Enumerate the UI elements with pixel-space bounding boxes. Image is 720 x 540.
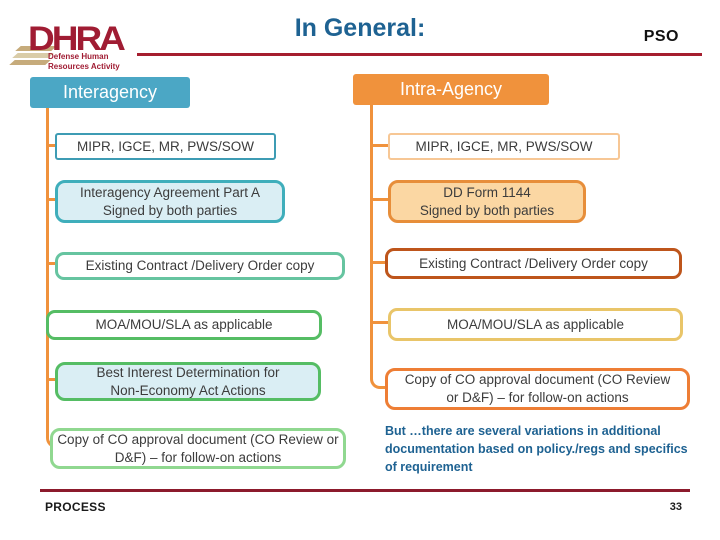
doc-box-interagency-existing-contract: Existing Contract /Delivery Order copy bbox=[55, 252, 345, 280]
connector-stub bbox=[370, 144, 389, 147]
intra-agency-connector-trunk bbox=[370, 105, 387, 389]
connector-stub bbox=[46, 262, 59, 265]
intra-agency-header: Intra-Agency bbox=[353, 74, 549, 105]
slide-title: In General: bbox=[294, 14, 426, 42]
dhra-logo: DHRA Defense Human Resources Activity bbox=[9, 16, 140, 72]
connector-stub bbox=[46, 144, 59, 147]
footer-rule bbox=[40, 489, 690, 492]
pso-label: PSO bbox=[643, 28, 679, 45]
doc-box-intra-existing-contract: Existing Contract /Delivery Order copy bbox=[385, 248, 682, 279]
doc-box-intra-dd-form-1144: DD Form 1144 Signed by both parties bbox=[388, 180, 586, 223]
connector-stub bbox=[370, 321, 389, 324]
doc-box-interagency-best-interest: Best Interest Determination for Non-Econ… bbox=[55, 362, 321, 401]
dhra-acronym: DHRA bbox=[28, 19, 126, 58]
doc-box-interagency-agreement: Interagency Agreement Part A Signed by b… bbox=[55, 180, 285, 223]
page-number: 33 bbox=[669, 501, 682, 513]
doc-box-intra-co-approval: Copy of CO approval document (CO Review … bbox=[385, 368, 690, 410]
connector-stub bbox=[46, 198, 59, 201]
connector-stub bbox=[370, 198, 389, 201]
doc-box-interagency-mipr: MIPR, IGCE, MR, PWS/SOW bbox=[55, 133, 276, 160]
doc-box-intra-mipr: MIPR, IGCE, MR, PWS/SOW bbox=[388, 133, 620, 160]
footer-process-label: PROCESS bbox=[45, 500, 106, 514]
dhra-tagline: Defense Human Resources Activity bbox=[48, 52, 120, 71]
connector-stub bbox=[46, 378, 59, 381]
interagency-header: Interagency bbox=[30, 77, 190, 108]
doc-box-intra-moa: MOA/MOU/SLA as applicable bbox=[388, 308, 683, 341]
doc-box-interagency-moa: MOA/MOU/SLA as applicable bbox=[46, 310, 322, 340]
doc-box-interagency-co-approval: Copy of CO approval document (CO Review … bbox=[50, 428, 346, 469]
logo-stripe bbox=[9, 60, 51, 65]
variations-note: But …there are several variations in add… bbox=[385, 424, 688, 474]
connector-stub bbox=[370, 261, 389, 264]
title-underline bbox=[137, 53, 702, 56]
